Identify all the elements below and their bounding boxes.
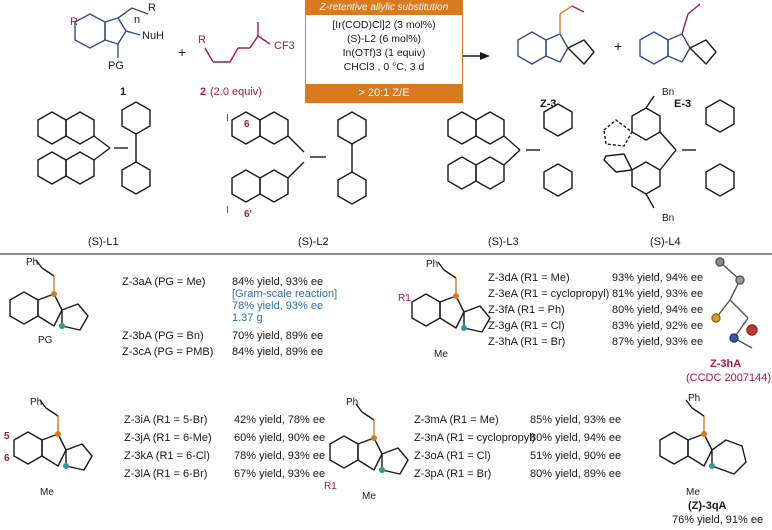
result-value: 84% yield, 89% ee — [232, 346, 324, 358]
result-name: Z-3hA (R1 = Br) — [488, 336, 566, 348]
result-value: 87% yield, 93% ee — [612, 336, 704, 348]
result-value: 93% yield, 94% ee — [612, 272, 704, 284]
me-label-b: Me — [434, 349, 448, 360]
reactant2-r: R — [198, 34, 206, 46]
result-value: [Gram-scale reaction] — [232, 288, 338, 300]
ligand-l2-label: (S)-L2 — [298, 236, 329, 248]
result-value: 78% yield, 93% ee — [232, 300, 324, 312]
conditions-line-catalyst: [Ir(COD)Cl]2 (3 mol%) — [332, 19, 436, 31]
result-value: 51% yield, 90% ee — [530, 450, 622, 462]
product-z3-label: Z-3 — [540, 98, 557, 110]
result-name: Z-3iA (R1 = 5-Br) — [124, 414, 208, 426]
scaffold-3mA-drawing — [329, 403, 409, 475]
r1-label-b: R1 — [398, 293, 411, 304]
reactant2-label: 2 — [200, 86, 207, 98]
reactant2-cf3: CF3 — [274, 40, 295, 52]
reactant1-r2: R — [148, 2, 156, 14]
result-value: 83% yield, 92% ee — [612, 320, 704, 332]
conditions-line-solvent: CHCl3 , 0 °C, 3 d — [343, 61, 425, 73]
ligand-l2-pos1: 6 — [244, 119, 250, 130]
reactant-2-carbonate — [204, 22, 271, 63]
result-value: 84% yield, 93% ee — [232, 276, 324, 288]
ligand-l2-drawing — [231, 111, 367, 205]
ligand-l4-bn-top: Bn — [662, 87, 675, 98]
reactant-1-indole — [74, 7, 149, 58]
result-name: Z-3bA (PG = Bn) — [122, 330, 204, 342]
me-label-q: Me — [686, 487, 700, 498]
result-value: 78% yield, 93% ee — [234, 450, 326, 462]
ligand-l3-label: (S)-L3 — [488, 236, 519, 248]
me-label-d: Me — [362, 491, 376, 502]
conditions-line-additive: In(OTf)3 (1 equiv) — [342, 47, 426, 59]
result-value: 70% yield, 89% ee — [232, 330, 324, 342]
pos6-label-c: 6 — [4, 453, 10, 464]
ph-label-q: Ph — [688, 393, 701, 404]
result-value: 80% yield, 89% ee — [530, 468, 622, 480]
result-value: 85% yield, 93% ee — [530, 414, 622, 426]
ligand-l3-drawing — [447, 103, 573, 197]
r1-label-d: R1 — [324, 481, 337, 492]
scaffold-3qA-drawing — [659, 399, 747, 475]
result-value: 80% yield, 94% ee — [530, 432, 622, 444]
ph-label-b: Ph — [426, 259, 439, 270]
ligand-l2-pos2: 6' — [244, 209, 252, 220]
product-3qa-label: (Z)-3qA — [688, 500, 727, 512]
scaffold-3iA-drawing — [13, 399, 93, 471]
conditions-footer: > 20:1 Z/E — [306, 84, 462, 102]
result-value: 67% yield, 93% ee — [234, 468, 326, 480]
scaffold-3dA-drawing — [411, 261, 491, 333]
product-e3-label: E-3 — [674, 98, 692, 110]
reactant2-equiv: (2.0 equiv) — [210, 86, 262, 98]
conditions-line-ligand: (S)-L2 (6 mol%) — [346, 33, 422, 45]
product-e3-drawing — [639, 3, 717, 65]
result-name: Z-3lA (R1 = 6-Br) — [124, 468, 208, 480]
conditions-header: Z-retentive allylic substitution — [306, 1, 462, 15]
xray-ccdc: (CCDC 2007144) — [686, 372, 771, 384]
product-3qa-result: 76% yield, 91% ee — [672, 514, 764, 526]
reactant1-pg: PG — [108, 60, 124, 72]
pos5-label-c: 5 — [4, 431, 10, 442]
result-value: 81% yield, 93% ee — [612, 288, 704, 300]
result-name: Z-3mA (R1 = Me) — [414, 414, 499, 426]
result-value: 42% yield, 78% ee — [234, 414, 326, 426]
conditions-box: Z-retentive allylic substitution [Ir(COD… — [305, 0, 463, 103]
scaffold-3aA-drawing — [9, 259, 89, 331]
ligand-l4-drawing — [603, 95, 735, 209]
ligand-l2-i2: I — [226, 205, 229, 216]
reactant1-n: n — [134, 14, 141, 26]
ph-label-d: Ph — [346, 397, 359, 408]
ligand-l4-bn-bottom: Bn — [662, 213, 675, 224]
reactant1-r1: R — [70, 16, 78, 28]
xray-label: Z-3hA — [710, 358, 742, 370]
result-name: Z-3pA (R1 = Br) — [414, 468, 492, 480]
ligand-l1-label: (S)-L1 — [88, 236, 119, 248]
reactant1-label: 1 — [120, 86, 127, 98]
result-name: Z-3aA (PG = Me) — [122, 276, 206, 288]
result-name: Z-3nA (R1 = cyclopropyl) — [414, 432, 536, 444]
ligand-l1-drawing — [37, 101, 151, 195]
plus-sign-products: + — [614, 38, 623, 54]
result-name: Z-3dA (R1 = Me) — [488, 272, 570, 284]
result-value: 1.37 g — [232, 312, 263, 324]
result-name: Z-3cA (PG = PMB) — [122, 346, 214, 358]
ph-label-c: Ph — [30, 397, 43, 408]
xray-structure-drawing — [711, 257, 758, 349]
result-name: Z-3gA (R1 = Cl) — [488, 320, 565, 332]
section-divider — [0, 253, 772, 255]
me-label-c: Me — [40, 487, 54, 498]
result-name: Z-3oA (R1 = Cl) — [414, 450, 491, 462]
ligand-l4-label: (S)-L4 — [650, 236, 681, 248]
ligand-l2-i1: I — [226, 113, 229, 124]
result-value: 60% yield, 90% ee — [234, 432, 326, 444]
plus-sign: + — [178, 44, 187, 60]
result-name: Z-3eA (R1 = cyclopropyl) — [488, 288, 610, 300]
reactant1-nu: NuH — [142, 30, 165, 42]
result-name: Z-3kA (R1 = 6-Cl) — [124, 450, 210, 462]
ph-label-a: Ph — [26, 257, 39, 268]
result-value: 80% yield, 94% ee — [612, 304, 704, 316]
result-name: Z-3jA (R1 = 6-Me) — [124, 432, 212, 444]
product-z3-drawing — [517, 5, 595, 65]
pg-label-a: PG — [38, 335, 53, 346]
result-name: Z-3fA (R1 = Ph) — [488, 304, 565, 316]
